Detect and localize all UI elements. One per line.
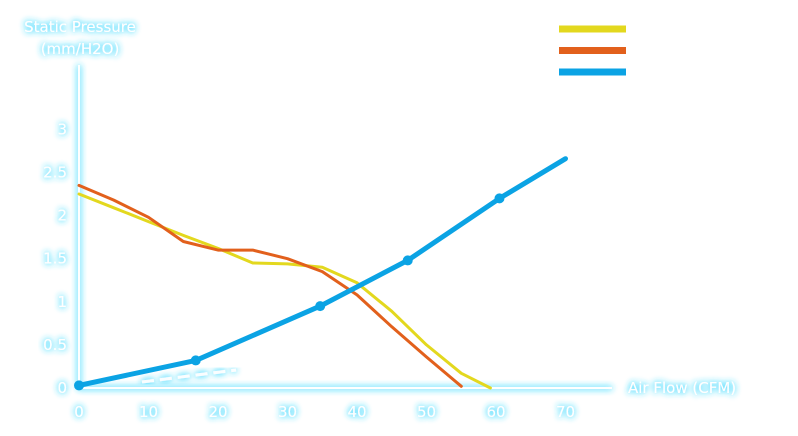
x-tick-label: 0 [74, 403, 84, 421]
y-tick-label: 1.5 [43, 250, 67, 268]
series-3-point [402, 255, 413, 266]
series-3-point [315, 301, 326, 312]
axes [78, 65, 612, 389]
series-layer [74, 156, 568, 391]
y-tick-labels: 0 0.5 1 1.5 2 2.5 3 [43, 120, 67, 397]
y-tick-label: 2 [57, 207, 67, 225]
x-tick-label: 40 [347, 403, 366, 421]
x-tick-label: 20 [208, 403, 227, 421]
series-line-1 [77, 192, 492, 390]
legend [559, 25, 626, 76]
x-tick-label: 10 [139, 403, 158, 421]
x-tick-label: 50 [417, 403, 436, 421]
y-axis-title-line-2: (mm/H2O) [41, 40, 120, 58]
y-axis-title-line-1: Static Pressure [24, 18, 136, 36]
series-line-2 [77, 183, 463, 388]
x-tick-labels: 0 10 20 30 40 50 60 70 [74, 403, 575, 421]
x-tick-label: 30 [278, 403, 297, 421]
series-3-point [190, 355, 201, 366]
y-tick-label: 0.5 [43, 336, 67, 354]
x-tick-label: 70 [556, 403, 575, 421]
x-tick-label: 60 [486, 403, 505, 421]
series-3-point [74, 380, 84, 391]
series-3-point [494, 193, 505, 204]
series-line-3 [76, 156, 568, 388]
y-tick-label: 2.5 [43, 164, 67, 182]
x-axis-title: Air Flow (CFM) [628, 379, 736, 397]
y-tick-label: 0 [57, 379, 67, 397]
y-tick-label: 1 [57, 293, 67, 311]
y-tick-label: 3 [57, 120, 67, 138]
faint-dashed-segment [141, 368, 237, 384]
